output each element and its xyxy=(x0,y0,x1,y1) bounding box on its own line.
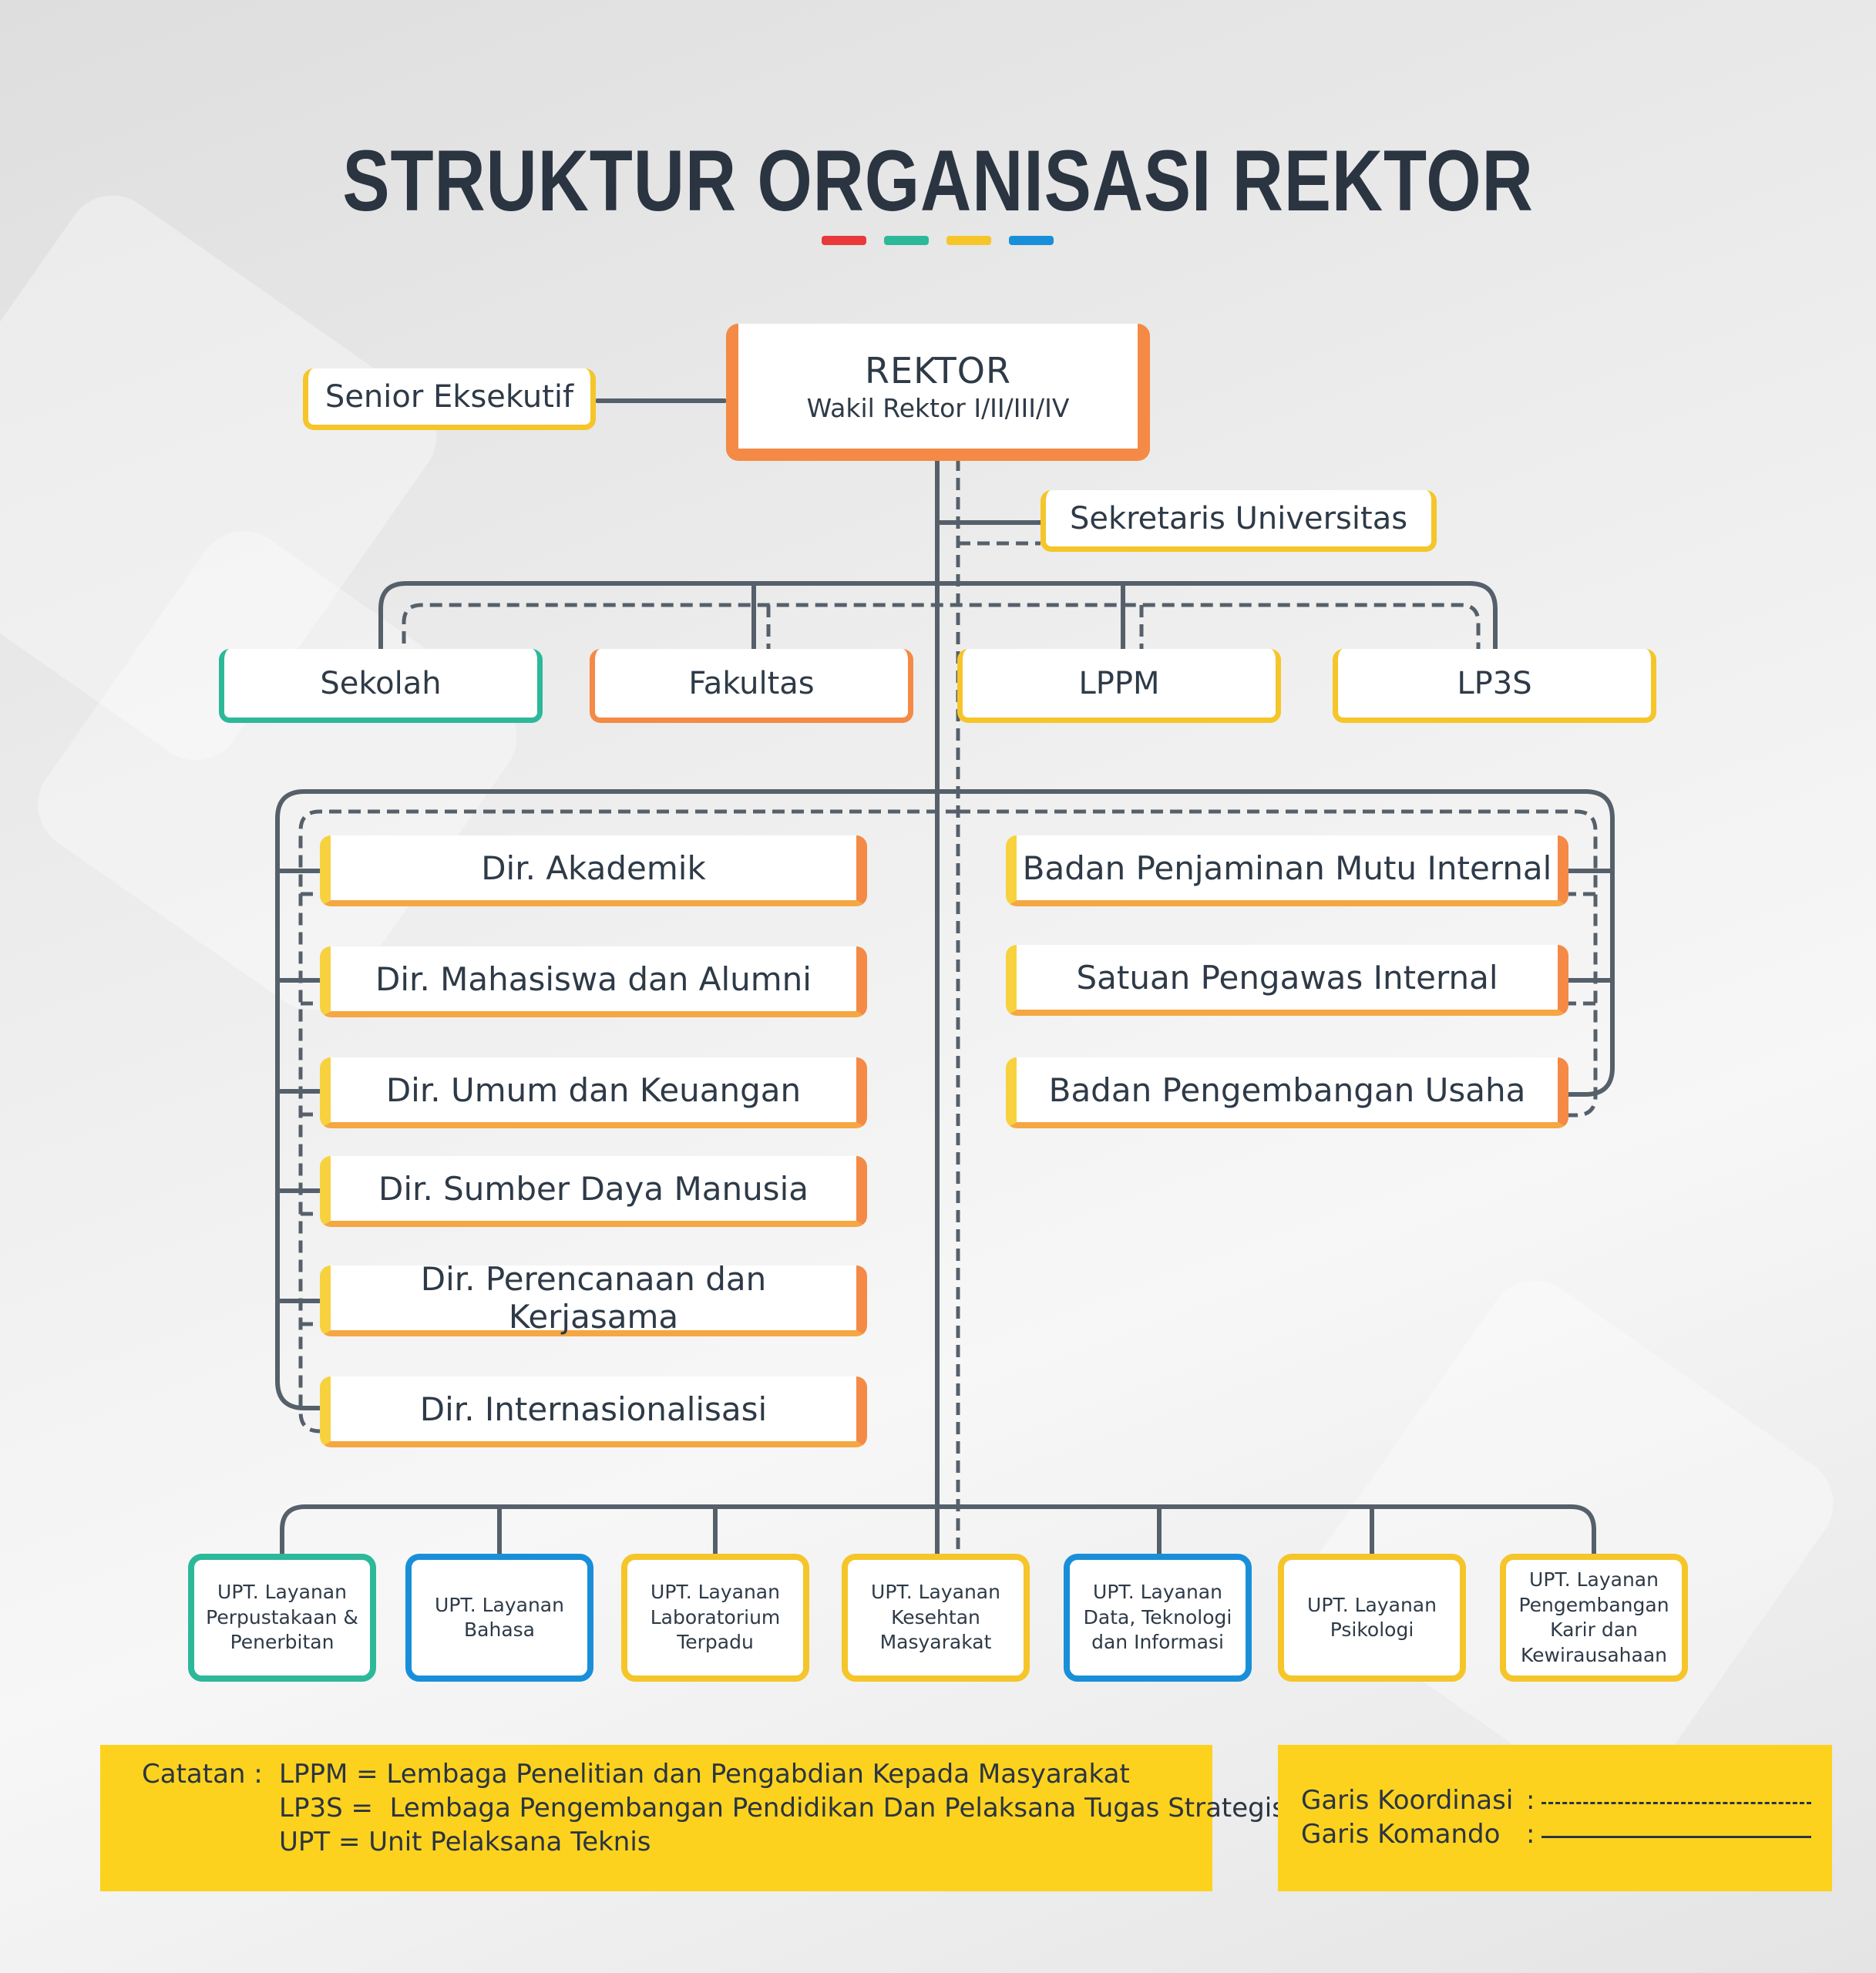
rektor-box: REKTOR Wakil Rektor I/II/III/IV xyxy=(726,324,1150,461)
directorate-label: Dir. Mahasiswa dan Alumni xyxy=(375,960,812,998)
directorate-box: Dir. Mahasiswa dan Alumni xyxy=(320,946,867,1017)
coordination-line xyxy=(958,809,1598,1118)
unit-box-fakultas: Fakultas xyxy=(590,649,913,723)
upt-label: UPT. Layanan Data, Teknologi dan Informa… xyxy=(1083,1581,1232,1654)
title-accent-segment xyxy=(822,236,866,245)
legend-dashed-line xyxy=(1541,1802,1811,1804)
command-line xyxy=(1562,869,1615,983)
title-accent-segment xyxy=(884,236,929,245)
page-title: STRUKTUR ORGANISASI REKTOR xyxy=(342,133,1534,229)
legend-command-label: Garis Komando xyxy=(1301,1819,1501,1850)
directorate-box: Dir. Internasionalisasi xyxy=(320,1376,867,1447)
directorate-box: Dir. Perencanaan dan Kerjasama xyxy=(320,1260,867,1336)
directorate-label: Dir. Umum dan Keuangan xyxy=(385,1071,802,1109)
unit-box-lp3s: LP3S xyxy=(1333,649,1656,723)
title-accent-segment xyxy=(946,236,991,245)
body-label: Satuan Pengawas Internal xyxy=(1076,958,1498,997)
upt-label: UPT. Layanan Laboratorium Terpadu xyxy=(650,1581,781,1654)
notes-line: LP3S = Lembaga Pengembangan Pendidikan D… xyxy=(279,1793,1286,1823)
upt-label: UPT. Layanan Kesehtan Masyarakat xyxy=(871,1581,1000,1654)
legend-coordination-label: Garis Koordinasi xyxy=(1301,1785,1514,1816)
command-line xyxy=(275,789,940,1410)
sekretaris-universitas-box: Sekretaris Universitas xyxy=(1041,490,1437,552)
body-box: Badan Pengembangan Usaha xyxy=(1006,1057,1568,1128)
upt-label: UPT. Layanan Bahasa xyxy=(435,1593,564,1642)
legend-sep: : xyxy=(1526,1785,1535,1816)
title-accent-segment xyxy=(1009,236,1054,245)
directorate-label: Dir. Perencanaan dan Kerjasama xyxy=(420,1260,767,1336)
notes-line: UPT = Unit Pelaksana Teknis xyxy=(279,1827,651,1857)
upt-box: UPT. Layanan Data, Teknologi dan Informa… xyxy=(1064,1554,1252,1682)
body-label: Badan Pengembangan Usaha xyxy=(1048,1071,1526,1109)
upt-box: UPT. Layanan Perpustakaan & Penerbitan xyxy=(188,1554,376,1682)
notes-line: LPPM = Lembaga Penelitian dan Pengabdian… xyxy=(279,1759,1130,1790)
upt-box: UPT. Layanan Laboratorium Terpadu xyxy=(621,1554,809,1682)
rektor-subtitle: Wakil Rektor I/II/III/IV xyxy=(806,392,1070,423)
coordination-line xyxy=(402,603,1481,663)
upt-box: UPT. Layanan Bahasa xyxy=(405,1554,593,1682)
body-box: Badan Penjaminan Mutu Internal xyxy=(1006,835,1568,906)
directorate-label: Dir. Internasionalisasi xyxy=(419,1390,768,1428)
upt-label: UPT. Layanan Perpustakaan & Penerbitan xyxy=(206,1581,358,1654)
upt-box: UPT. Layanan Psikologi xyxy=(1278,1554,1466,1682)
unit-box-sekolah: Sekolah xyxy=(219,649,543,723)
directorate-box: Dir. Umum dan Keuangan xyxy=(320,1057,867,1128)
senior-eksekutif-label: Senior Eksekutif xyxy=(324,378,574,415)
unit-label: Sekolah xyxy=(320,665,442,701)
coordination-line xyxy=(301,892,322,1326)
rektor-title: REKTOR xyxy=(865,349,1011,392)
upt-label: UPT. Layanan Pengembangan Karir dan Kewi… xyxy=(1518,1568,1669,1666)
coordination-line xyxy=(1565,892,1595,1006)
unit-box-lppm: LPPM xyxy=(957,649,1281,723)
directorate-box: Dir. Sumber Daya Manusia xyxy=(320,1156,867,1227)
command-line xyxy=(497,1504,1374,1558)
unit-label: Fakultas xyxy=(688,665,815,701)
unit-label: LP3S xyxy=(1457,665,1532,701)
unit-label: LPPM xyxy=(1078,665,1160,701)
command-line xyxy=(378,581,1498,665)
directorate-box: Dir. Akademik xyxy=(320,835,867,906)
upt-box: UPT. Layanan Kesehtan Masyarakat xyxy=(842,1554,1030,1682)
body-box: Satuan Pengawas Internal xyxy=(1006,945,1568,1016)
upt-label: UPT. Layanan Psikologi xyxy=(1307,1593,1437,1642)
body-label: Badan Penjaminan Mutu Internal xyxy=(1022,849,1552,887)
legend-sep: : xyxy=(1526,1819,1535,1850)
notes-panel: Catatan : LPPM = Lembaga Penelitian dan … xyxy=(100,1745,1286,1891)
sekretaris-universitas-label: Sekretaris Universitas xyxy=(1069,500,1408,536)
directorate-label: Dir. Sumber Daya Manusia xyxy=(378,1169,809,1208)
upt-box: UPT. Layanan Pengembangan Karir dan Kewi… xyxy=(1500,1554,1688,1682)
notes-label: Catatan : xyxy=(142,1759,263,1790)
legend-panel: Garis Koordinasi : Garis Komando : xyxy=(1278,1745,1832,1891)
coordination-line xyxy=(298,809,958,1434)
directorate-label: Dir. Akademik xyxy=(481,849,706,887)
senior-eksekutif-box: Senior Eksekutif xyxy=(303,368,596,430)
legend-solid-line xyxy=(1541,1836,1811,1838)
